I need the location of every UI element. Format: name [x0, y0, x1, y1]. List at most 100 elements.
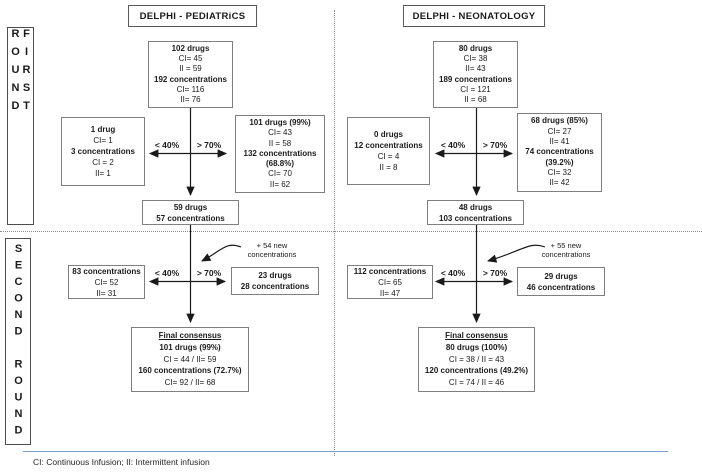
box-line: CI = 38 / II = 43: [448, 354, 505, 364]
ped-r2-threshold-lt40: < 40%: [154, 268, 180, 278]
ped-r1-result-box: 59 drugs 57 concentrations: [142, 200, 239, 225]
box-line: 112 concentrations: [353, 266, 427, 276]
box-line: II = 59: [179, 64, 202, 74]
box-line: CI = 4: [377, 152, 400, 161]
neo-r1-threshold-lt40: < 40%: [440, 140, 466, 150]
box-line: CI= 32: [547, 167, 572, 177]
box-line: 80 drugs: [458, 43, 493, 53]
footer-rule: [23, 451, 668, 452]
neo-r1-result-box: 48 drugs 103 concentrations: [427, 200, 524, 225]
box-line: 12 concentrations: [354, 141, 423, 150]
box-line: II= 76: [180, 95, 201, 105]
box-line: CI= 27: [547, 126, 572, 136]
ped-r1-excluded-box: 1 drug CI= 1 3 concentrations CI = 2 II=…: [61, 117, 145, 186]
box-line: Final consensus: [445, 331, 508, 340]
note-line: concentrations: [247, 250, 297, 259]
box-line: CI= 92 / II= 68: [164, 378, 216, 388]
ped-r1-initial-box: 102 drugs CI= 45 II = 59 192 concentrati…: [148, 41, 233, 108]
ped-new-concentrations-arrow: [201, 244, 242, 262]
box-line: CI= 65: [378, 277, 402, 287]
neo-r1-initial-box: 80 drugs CI= 38 II= 43 189 concentration…: [433, 41, 518, 108]
neo-r2-threshold-gt70: > 70%: [482, 268, 508, 278]
box-line: CI = 74 / II = 46: [448, 378, 505, 388]
legend-text: CI: Continuous Infusion; II: Intermitten…: [33, 457, 210, 467]
box-line: 23 drugs: [258, 271, 292, 280]
neonatology-header: DELPHI - NEONATOLOGY: [403, 5, 545, 27]
neo-r2-accepted-box: 29 drugs 46 concentrations: [517, 267, 605, 296]
ped-r2-threshold-gt70: > 70%: [196, 268, 222, 278]
box-line: II= 41: [549, 137, 570, 147]
neo-r2-revote-box: 112 concentrations CI= 65 II= 47: [347, 265, 433, 299]
box-line: (68.8%): [265, 159, 294, 169]
box-line: CI= 116: [176, 84, 205, 94]
box-line: CI= 43: [268, 128, 292, 138]
neo-r1-accepted-box: 68 drugs (85%) CI= 27 II= 41 74 concentr…: [517, 113, 602, 192]
box-line: CI= 38: [463, 53, 488, 63]
note-line: + 54 new: [256, 241, 288, 250]
box-line: II = 8: [379, 163, 398, 172]
first-round-text: FIRST ROUND: [9, 28, 33, 118]
box-line: Final consensus: [158, 331, 222, 340]
box-line: 29 drugs: [544, 271, 578, 281]
box-line: II= 47: [379, 288, 401, 298]
vertical-dotted-divider: [334, 10, 335, 456]
box-line: 74 concentrations: [525, 147, 594, 157]
box-line: 48 drugs: [458, 202, 493, 212]
box-line: 132 concentrations: [243, 148, 317, 158]
ped-r1-threshold-gt70: > 70%: [196, 140, 222, 150]
second-round-label: SECOND ROUND: [5, 238, 31, 445]
box-line: 189 concentrations: [439, 74, 512, 84]
box-line: II= 1: [95, 169, 111, 178]
box-line: 103 concentrations: [439, 213, 512, 223]
neonatology-header-label: DELPHI - NEONATOLOGY: [412, 10, 536, 22]
box-line: II = 58: [268, 138, 292, 148]
note-line: concentrations: [541, 250, 591, 259]
box-line: II= 31: [96, 288, 117, 298]
neo-r1-excluded-box: 0 drugs 12 concentrations CI = 4 II = 8: [347, 117, 430, 185]
box-line: 83 concentrations: [72, 266, 141, 276]
box-line: 57 concentrations: [156, 213, 225, 223]
horizontal-dotted-divider: [0, 231, 702, 232]
pediatrics-header-label: DELPHI - PEDIATRiCS: [139, 10, 246, 22]
ped-r2-revote-box: 83 concentrations CI= 52 II= 31: [68, 265, 145, 299]
box-line: 46 concentrations: [526, 282, 596, 292]
ped-r2-accepted-box: 23 drugs 28 concentrations: [231, 267, 319, 295]
box-line: 101 drugs (99%): [249, 117, 311, 127]
pediatrics-header: DELPHI - PEDIATRiCS: [128, 5, 257, 27]
box-line: 120 concentrations (49.2%): [424, 366, 529, 376]
neo-r1-threshold-gt70: > 70%: [482, 140, 508, 150]
box-line: 102 drugs: [171, 43, 210, 53]
second-round-text: SECOND ROUND: [12, 242, 25, 441]
box-line: CI = 121: [460, 84, 491, 94]
box-line: 0 drugs: [374, 130, 403, 139]
box-line: CI = 44 / II= 59: [163, 354, 217, 364]
box-line: 80 drugs (100%): [445, 342, 508, 352]
box-line: II= 62: [269, 179, 291, 189]
box-line: 192 concentrations: [154, 74, 227, 84]
box-line: CI= 70: [268, 169, 292, 179]
box-line: II= 43: [465, 64, 486, 74]
box-line: 28 concentrations: [240, 282, 310, 291]
box-line: 1 drug: [90, 125, 116, 134]
box-line: 59 drugs: [173, 202, 208, 212]
ped-new-concentrations-note: + 54 new concentrations: [238, 241, 306, 259]
box-line: (39.2%): [545, 157, 574, 167]
neo-r2-threshold-lt40: < 40%: [440, 268, 466, 278]
box-line: II= 42: [549, 178, 570, 188]
box-line: CI = 2: [92, 158, 114, 167]
ped-final-consensus-box: Final consensus 101 drugs (99%) CI = 44 …: [131, 327, 249, 392]
note-line: + 55 new: [550, 241, 582, 250]
first-round-label: FIRST ROUND: [7, 27, 34, 225]
ped-r1-threshold-lt40: < 40%: [154, 140, 180, 150]
neo-new-concentrations-note: + 55 new concentrations: [532, 241, 600, 259]
box-line: 3 concentrations: [70, 147, 135, 156]
box-line: CI= 45: [178, 53, 203, 63]
ped-r1-accepted-box: 101 drugs (99%) CI= 43 II = 58 132 conce…: [235, 115, 325, 193]
box-line: 101 drugs (99%): [159, 342, 221, 352]
box-line: 68 drugs (85%): [531, 116, 588, 126]
box-line: 160 concentrations (72.7%): [138, 366, 242, 376]
box-line: CI= 52: [94, 277, 119, 287]
box-line: II = 68: [464, 95, 487, 105]
